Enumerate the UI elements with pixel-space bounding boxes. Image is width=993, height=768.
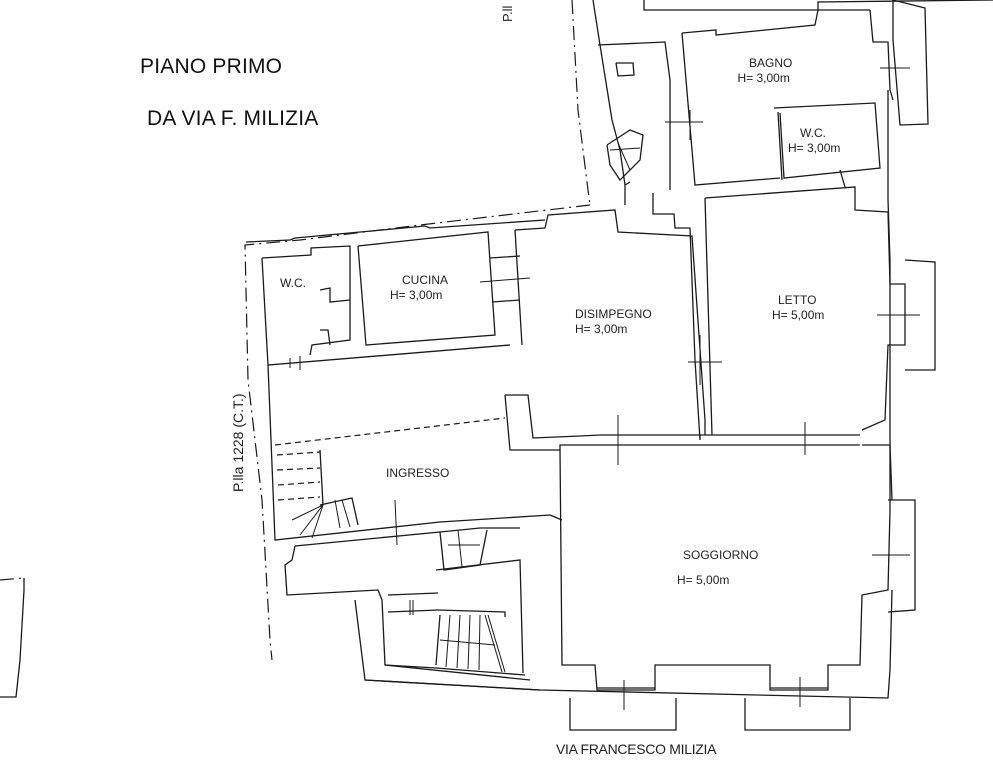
- building-walls: [245, 0, 993, 731]
- room-wc-upper: W.C. H= 3,00m: [788, 126, 840, 156]
- room-letto: LETTO H= 5,00m: [772, 293, 824, 323]
- room-ingresso: INGRESSO: [386, 466, 449, 481]
- room-disimpegno: DISIMPEGNO H= 3,00m: [575, 307, 652, 337]
- room-name: SOGGIORNO: [683, 548, 759, 562]
- room-wc-left: W.C.: [280, 276, 306, 291]
- room-height: H= 5,00m: [677, 573, 730, 587]
- parcel-label-top: P.ll: [500, 5, 515, 22]
- room-name: BAGNO: [749, 56, 793, 70]
- room-height: H= 3,00m: [390, 288, 443, 302]
- room-name: CUCINA: [402, 273, 449, 287]
- room-name: INGRESSO: [386, 466, 450, 480]
- room-name: W.C.: [280, 276, 306, 290]
- room-soggiorno: SOGGIORNO H= 5,00m: [677, 548, 759, 588]
- room-cucina: CUCINA H= 3,00m: [390, 273, 448, 303]
- room-height: H= 3,00m: [788, 141, 841, 155]
- parcel-label: P.lla 1228 (C.T.): [230, 393, 246, 492]
- room-height: H= 3,00m: [575, 322, 628, 336]
- room-name: LETTO: [778, 293, 817, 307]
- room-name: DISIMPEGNO: [575, 307, 652, 321]
- plan-title: PIANO PRIMO: [140, 55, 283, 78]
- room-height: H= 3,00m: [737, 71, 790, 85]
- plan-subtitle: DA VIA F. MILIZIA: [147, 107, 319, 130]
- parcel-boundary: [0, 0, 591, 661]
- room-name: W.C.: [800, 126, 826, 140]
- room-height: H= 5,00m: [772, 308, 825, 322]
- room-bagno: BAGNO H= 3,00m: [737, 56, 793, 86]
- street-label: VIA FRANCESCO MILIZIA: [556, 741, 717, 757]
- adjacent-building-outline: [0, 578, 25, 698]
